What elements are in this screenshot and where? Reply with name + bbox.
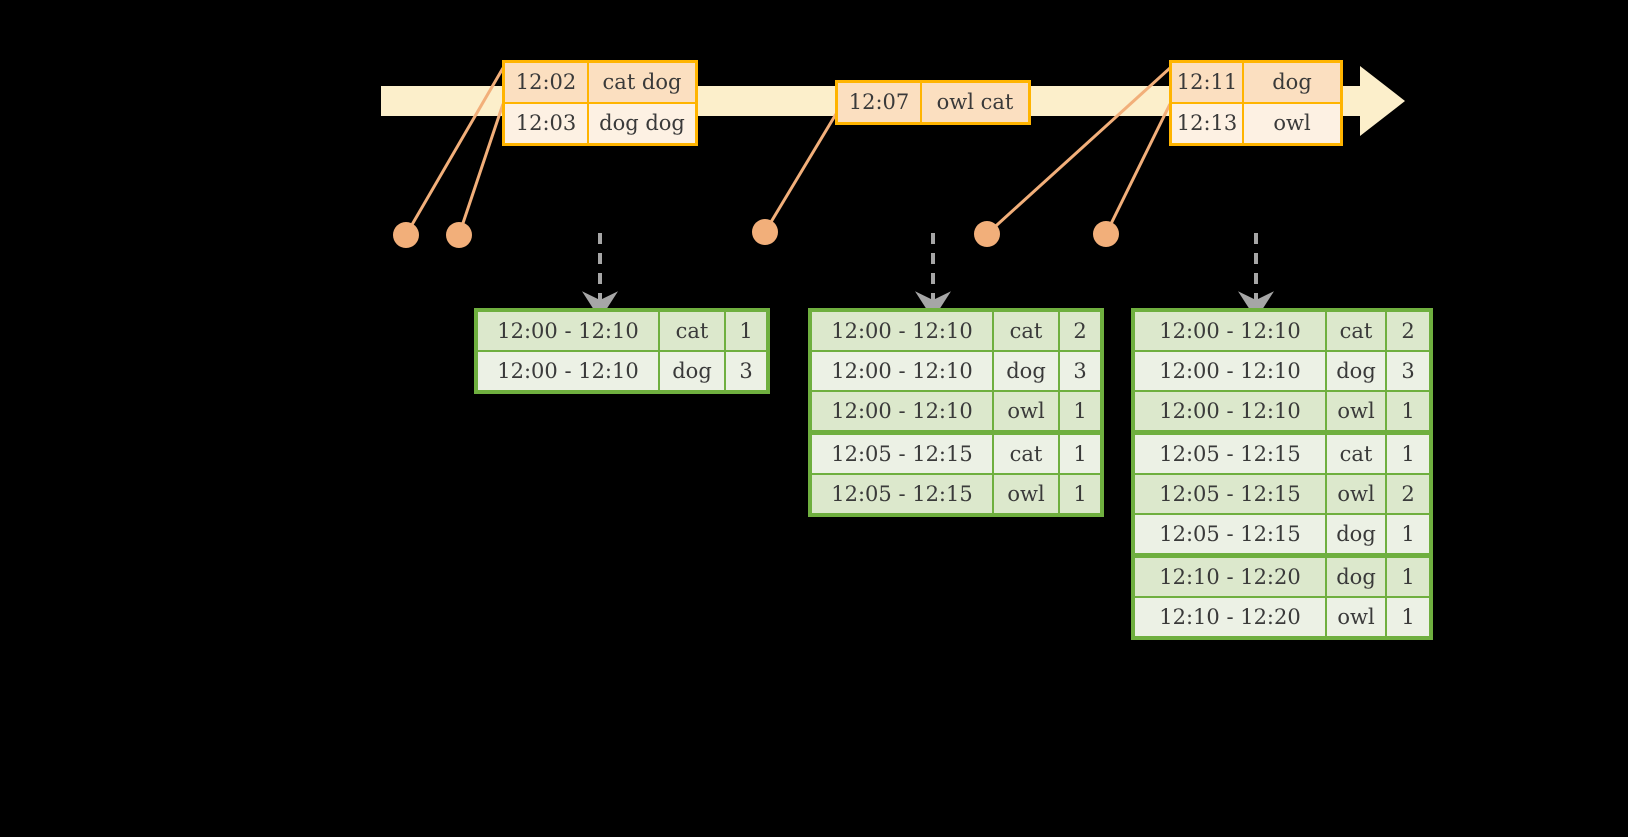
cell-word: dog: [1327, 352, 1385, 390]
table-row: 12:00 - 12:10 owl 1: [812, 392, 1100, 430]
event-time: 12:07: [838, 83, 922, 122]
table-row: 12:00 - 12:10 cat 2: [1135, 312, 1429, 350]
cell-window: 12:00 - 12:10: [478, 352, 658, 390]
cell-word: owl: [1327, 598, 1385, 636]
timeline-event-group-1[interactable]: 12:02 cat dog 12:03 dog dog: [502, 60, 698, 146]
timeline-event-row: 12:07 owl cat: [838, 83, 1028, 122]
cell-word: owl: [1327, 392, 1385, 430]
cell-word: dog: [1327, 515, 1385, 553]
event-dot-1: [393, 222, 419, 248]
cell-count: 1: [1387, 435, 1429, 473]
event-words: owl cat: [922, 83, 1028, 122]
cell-window: 12:05 - 12:15: [1135, 475, 1325, 513]
result-table-1[interactable]: 12:00 - 12:10 cat 1 12:00 - 12:10 dog 3: [474, 308, 770, 394]
cell-count: 1: [1387, 598, 1429, 636]
table-row: 12:05 - 12:15 cat 1: [812, 435, 1100, 473]
event-words: dog dog: [589, 104, 695, 143]
timeline-event-group-2[interactable]: 12:07 owl cat: [835, 80, 1031, 125]
event-time: 12:03: [505, 104, 589, 143]
table-row: 12:10 - 12:20 dog 1: [1135, 558, 1429, 596]
timeline-event-group-3[interactable]: 12:11 dog 12:13 owl: [1169, 60, 1343, 146]
cell-count: 3: [1387, 352, 1429, 390]
table-row: 12:00 - 12:10 dog 3: [478, 352, 766, 390]
cell-count: 1: [1060, 475, 1100, 513]
cell-count: 3: [726, 352, 766, 390]
cell-count: 1: [1387, 515, 1429, 553]
connector-line-5: [1104, 103, 1172, 235]
connector-line-1: [404, 67, 505, 236]
cell-window: 12:00 - 12:10: [812, 312, 992, 350]
cell-word: cat: [1327, 312, 1385, 350]
cell-word: cat: [994, 312, 1058, 350]
event-dot-2: [446, 222, 472, 248]
table-row: 12:00 - 12:10 dog 3: [1135, 352, 1429, 390]
cell-window: 12:00 - 12:10: [812, 392, 992, 430]
table-row: 12:00 - 12:10 owl 1: [1135, 392, 1429, 430]
event-time: 12:02: [505, 63, 589, 102]
event-words: cat dog: [589, 63, 695, 102]
cell-window: 12:10 - 12:20: [1135, 598, 1325, 636]
cell-count: 1: [1387, 392, 1429, 430]
cell-word: cat: [1327, 435, 1385, 473]
result-table-2[interactable]: 12:00 - 12:10 cat 2 12:00 - 12:10 dog 3 …: [808, 308, 1104, 517]
event-time: 12:13: [1172, 104, 1244, 143]
cell-window: 12:00 - 12:10: [1135, 312, 1325, 350]
event-dot-4: [974, 221, 1000, 247]
cell-window: 12:10 - 12:20: [1135, 558, 1325, 596]
event-marker-dots: [393, 219, 1119, 248]
cell-count: 3: [1060, 352, 1100, 390]
table-row: 12:10 - 12:20 owl 1: [1135, 598, 1429, 636]
trigger-arrows: [582, 233, 1274, 320]
connector-line-2: [457, 103, 505, 236]
cell-word: owl: [994, 475, 1058, 513]
result-table-3[interactable]: 12:00 - 12:10 cat 2 12:00 - 12:10 dog 3 …: [1131, 308, 1433, 640]
cell-count: 1: [726, 312, 766, 350]
event-dot-5: [1093, 221, 1119, 247]
cell-window: 12:00 - 12:10: [812, 352, 992, 390]
cell-word: dog: [660, 352, 724, 390]
connector-line-3: [763, 113, 838, 233]
cell-count: 2: [1387, 312, 1429, 350]
table-row: 12:00 - 12:10 cat 2: [812, 312, 1100, 350]
timeline-event-row: 12:11 dog: [1172, 63, 1340, 102]
event-words: owl: [1244, 104, 1340, 143]
table-row: 12:05 - 12:15 owl 1: [812, 475, 1100, 513]
event-dot-3: [752, 219, 778, 245]
cell-word: dog: [1327, 558, 1385, 596]
event-time: 12:11: [1172, 63, 1244, 102]
timeline-event-row: 12:13 owl: [1172, 102, 1340, 143]
cell-window: 12:05 - 12:15: [1135, 515, 1325, 553]
cell-window: 12:00 - 12:10: [1135, 392, 1325, 430]
cell-count: 1: [1060, 435, 1100, 473]
table-row: 12:05 - 12:15 dog 1: [1135, 515, 1429, 553]
timeline-event-row: 12:02 cat dog: [505, 63, 695, 102]
cell-count: 2: [1387, 475, 1429, 513]
cell-word: owl: [994, 392, 1058, 430]
cell-word: cat: [994, 435, 1058, 473]
cell-count: 1: [1387, 558, 1429, 596]
cell-window: 12:00 - 12:10: [478, 312, 658, 350]
table-row: 12:00 - 12:10 cat 1: [478, 312, 766, 350]
cell-word: dog: [994, 352, 1058, 390]
event-words: dog: [1244, 63, 1340, 102]
cell-word: owl: [1327, 475, 1385, 513]
cell-count: 1: [1060, 392, 1100, 430]
table-row: 12:05 - 12:15 owl 2: [1135, 475, 1429, 513]
cell-count: 2: [1060, 312, 1100, 350]
cell-window: 12:00 - 12:10: [1135, 352, 1325, 390]
table-row: 12:05 - 12:15 cat 1: [1135, 435, 1429, 473]
cell-word: cat: [660, 312, 724, 350]
cell-window: 12:05 - 12:15: [1135, 435, 1325, 473]
timeline-event-row: 12:03 dog dog: [505, 102, 695, 143]
cell-window: 12:05 - 12:15: [812, 475, 992, 513]
cell-window: 12:05 - 12:15: [812, 435, 992, 473]
table-row: 12:00 - 12:10 dog 3: [812, 352, 1100, 390]
